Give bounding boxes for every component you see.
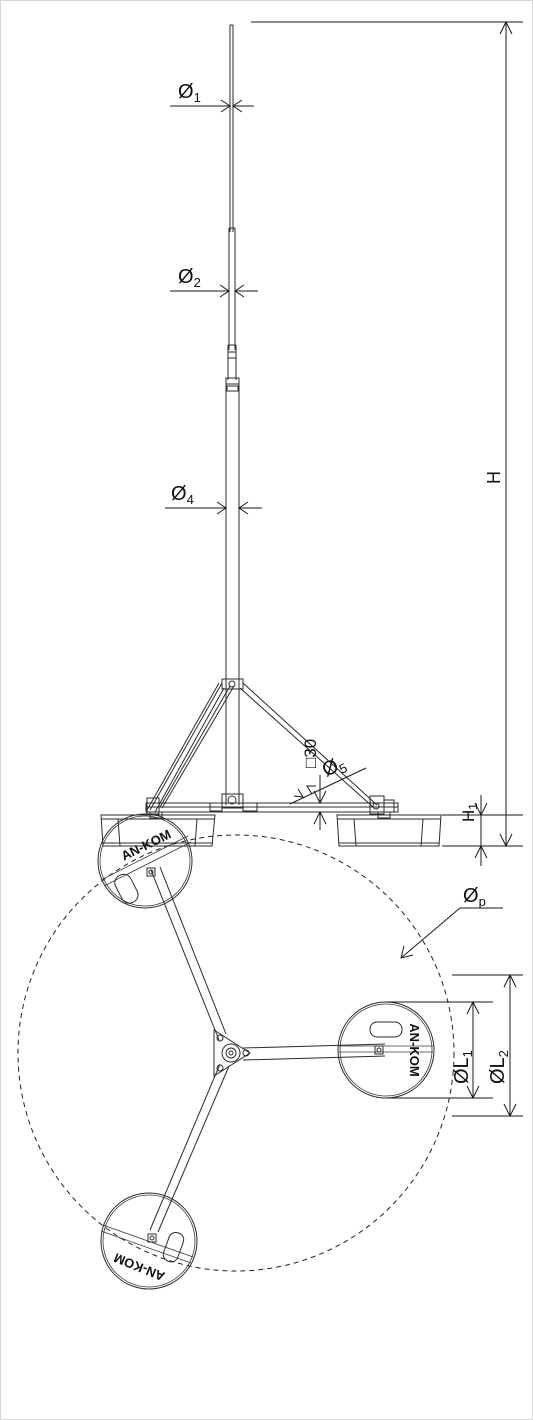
disk-logo-right: AN-KOM	[407, 1023, 422, 1076]
label-l1: ØL1	[451, 1050, 475, 1084]
dimension-height	[251, 20, 523, 848]
label-phi2: Ø2	[178, 266, 201, 290]
disk-logo-top: AN-KOM	[119, 827, 174, 864]
label-h1: H1	[459, 803, 480, 822]
dimension-l1	[386, 1000, 493, 1100]
mast-plan-view	[17, 813, 455, 1290]
dimension-phip	[400, 907, 503, 959]
label-phi4: Ø4	[171, 483, 194, 507]
dimension-phi1	[170, 99, 254, 113]
mast-side-view	[100, 24, 442, 847]
dimension-l2	[452, 973, 523, 1118]
label-square30: □30	[301, 739, 320, 768]
label-height: H	[484, 471, 504, 484]
label-l2: ØL2	[487, 1050, 511, 1084]
dimension-phi5	[289, 767, 367, 805]
dimension-phi4	[165, 501, 262, 515]
label-phi1: Ø1	[178, 81, 201, 105]
dimension-h1	[442, 795, 523, 866]
dimension-phi2	[170, 284, 258, 298]
dimension-square30	[313, 775, 327, 830]
label-phip: Øp	[463, 885, 486, 909]
